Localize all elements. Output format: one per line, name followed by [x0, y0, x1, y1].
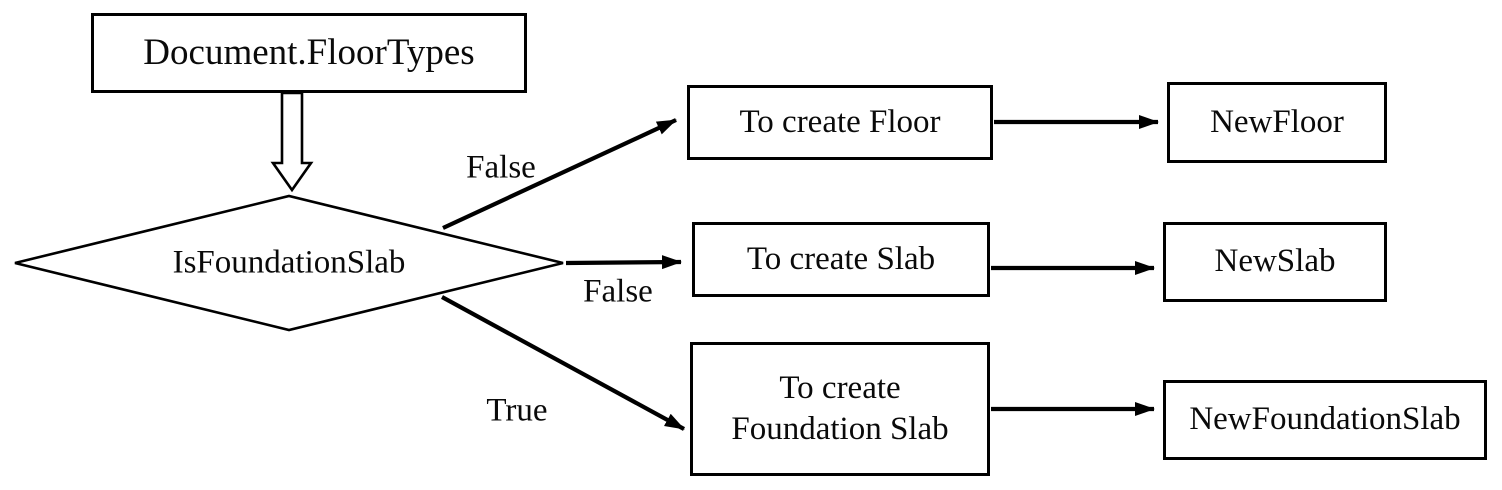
- edge-label-true-foundation: True: [486, 392, 548, 429]
- down-arrow-icon: [270, 91, 314, 193]
- start-node-document-floortypes: Document.FloorTypes: [91, 13, 527, 93]
- result-node-newslab: NewSlab: [1163, 222, 1387, 302]
- start-node-label: Document.FloorTypes: [143, 31, 475, 73]
- result-node-newfloor: NewFloor: [1167, 82, 1387, 163]
- action-foundation-line1: To create: [779, 369, 901, 406]
- decision-diamond-shape: [14, 194, 564, 332]
- result-node-newfloor-label: NewFloor: [1210, 103, 1344, 140]
- decision-node-label: IsFoundationSlab: [172, 244, 406, 281]
- edge-true-foundation-arrow: [440, 295, 686, 431]
- result-node-newfoundationslab: NewFoundationSlab: [1163, 380, 1487, 460]
- action-node-create-slab-label: To create Slab: [746, 240, 936, 277]
- action-node-create-foundation-slab-label: To create Foundation Slab: [731, 368, 948, 451]
- action-node-create-foundation-slab: To create Foundation Slab: [690, 342, 990, 476]
- result-node-newslab-label: NewSlab: [1214, 243, 1336, 280]
- edge-false-floor-arrow: [442, 118, 677, 230]
- action-foundation-line2: Foundation Slab: [731, 411, 949, 447]
- edge-false-slab-arrow: [565, 255, 682, 270]
- action-node-create-floor-label: To create Floor: [739, 103, 941, 140]
- edge-label-false-slab: False: [583, 273, 653, 310]
- action-node-create-floor: To create Floor: [687, 85, 993, 160]
- action-node-create-slab: To create Slab: [692, 222, 990, 297]
- result-node-newfoundationslab-label: NewFoundationSlab: [1189, 401, 1461, 438]
- edge-label-false-floor: False: [466, 149, 536, 186]
